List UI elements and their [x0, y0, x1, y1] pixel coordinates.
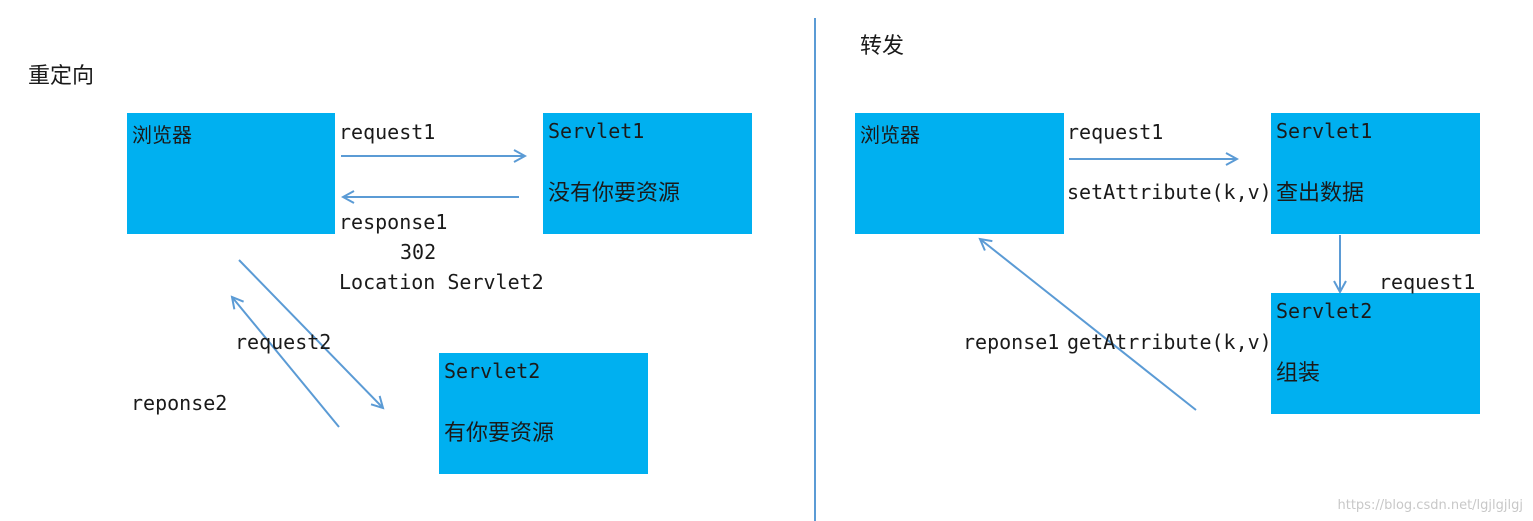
redirect-servlet1-text: 没有你要资源 — [548, 181, 681, 206]
redirect-location-header: Location Servlet2 — [339, 270, 544, 294]
redirect-servlet2-box: Servlet2 有你要资源 — [439, 353, 648, 474]
forward-browser-label: 浏览器 — [860, 123, 920, 147]
forward-heading: 转发 — [860, 34, 905, 59]
forward-request1-down-label: request1 — [1379, 270, 1476, 294]
redirect-browser-box: 浏览器 — [127, 113, 335, 234]
redirect-servlet1-name: Servlet1 — [548, 119, 645, 143]
forward-get-attribute-label: getAtrribute(k,v) — [1067, 330, 1272, 354]
redirect-status-code: 302 — [400, 240, 437, 264]
redirect-servlet1-box: Servlet1 没有你要资源 — [543, 113, 752, 234]
forward-servlet2-name: Servlet2 — [1276, 299, 1373, 323]
arrow-reponse1-forward — [980, 239, 1197, 411]
redirect-reponse2-label: reponse2 — [131, 391, 228, 415]
forward-servlet2-text: 组装 — [1276, 361, 1321, 386]
redirect-heading: 重定向 — [28, 64, 95, 89]
redirect-request1-label: request1 — [339, 120, 436, 144]
redirect-response1-label: response1 — [339, 210, 448, 234]
redirect-servlet2-name: Servlet2 — [444, 359, 541, 383]
watermark-text: https://blog.csdn.net/lgjlgjlgj — [1337, 498, 1524, 513]
forward-servlet2-box: Servlet2 组装 — [1271, 293, 1480, 414]
redirect-browser-label: 浏览器 — [132, 123, 192, 147]
redirect-servlet2-text: 有你要资源 — [444, 421, 555, 446]
forward-servlet1-box: Servlet1 查出数据 — [1271, 113, 1480, 234]
arrow-reponse2-redirect — [232, 297, 340, 428]
redirect-request2-label: request2 — [235, 330, 332, 354]
arrow-request2-redirect — [238, 259, 383, 408]
forward-reponse1-label: reponse1 — [963, 330, 1060, 354]
forward-servlet1-text: 查出数据 — [1276, 181, 1365, 206]
forward-servlet1-name: Servlet1 — [1276, 119, 1373, 143]
forward-set-attribute-label: setAttribute(k,v) — [1067, 180, 1272, 204]
forward-browser-box: 浏览器 — [855, 113, 1064, 234]
forward-request1-label: request1 — [1067, 120, 1164, 144]
